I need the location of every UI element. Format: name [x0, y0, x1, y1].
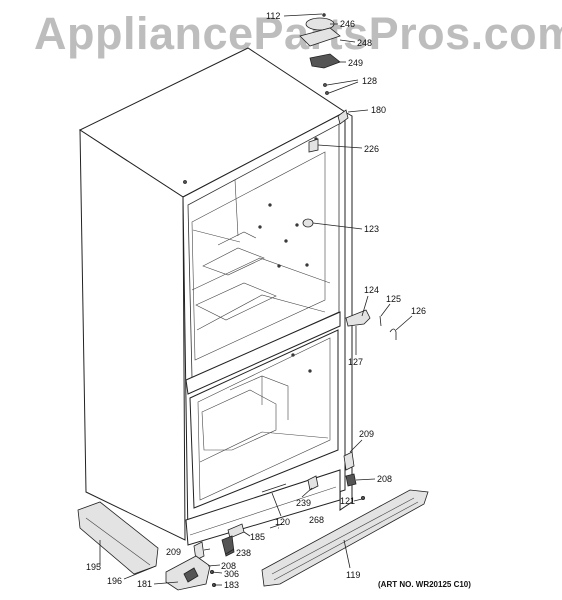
leader-lines [99, 13, 413, 586]
art-number: (ART NO. WR20125 C10) [378, 580, 471, 589]
watermark: AppliancePartsPros.com [34, 8, 562, 59]
cabinet [78, 47, 353, 546]
callout-239: 239 [296, 498, 311, 508]
callout-labels: 112 246 248 249 128 180 226 123 124 125 … [86, 11, 471, 590]
callout-185: 185 [250, 532, 265, 542]
callout-208-right: 208 [377, 474, 392, 484]
callout-209-right: 209 [359, 429, 374, 439]
callout-209-left: 209 [166, 547, 181, 557]
parts [77, 13, 429, 591]
callout-124: 124 [364, 285, 379, 295]
callout-127: 127 [348, 357, 363, 367]
callout-226: 226 [364, 144, 379, 154]
callout-119: 119 [346, 570, 360, 580]
callout-112: 112 [266, 11, 280, 21]
callout-249: 249 [348, 58, 363, 68]
callout-208-left: 208 [221, 561, 236, 571]
callout-126: 126 [411, 306, 426, 316]
callout-183: 183 [224, 580, 239, 590]
callout-123: 123 [364, 224, 379, 234]
callout-248: 248 [357, 38, 372, 48]
callout-196: 196 [107, 576, 122, 586]
callout-181: 181 [137, 579, 152, 589]
callout-128: 128 [362, 76, 377, 86]
callout-268: 268 [309, 515, 324, 525]
callout-125: 125 [386, 294, 401, 304]
callout-246: 246 [340, 19, 355, 29]
callout-238: 238 [236, 548, 251, 558]
callout-306: 306 [224, 569, 239, 579]
callout-120: 120 [275, 517, 290, 527]
callout-195: 195 [86, 562, 101, 572]
callout-180: 180 [371, 105, 386, 115]
callout-121: 121 [340, 496, 355, 506]
